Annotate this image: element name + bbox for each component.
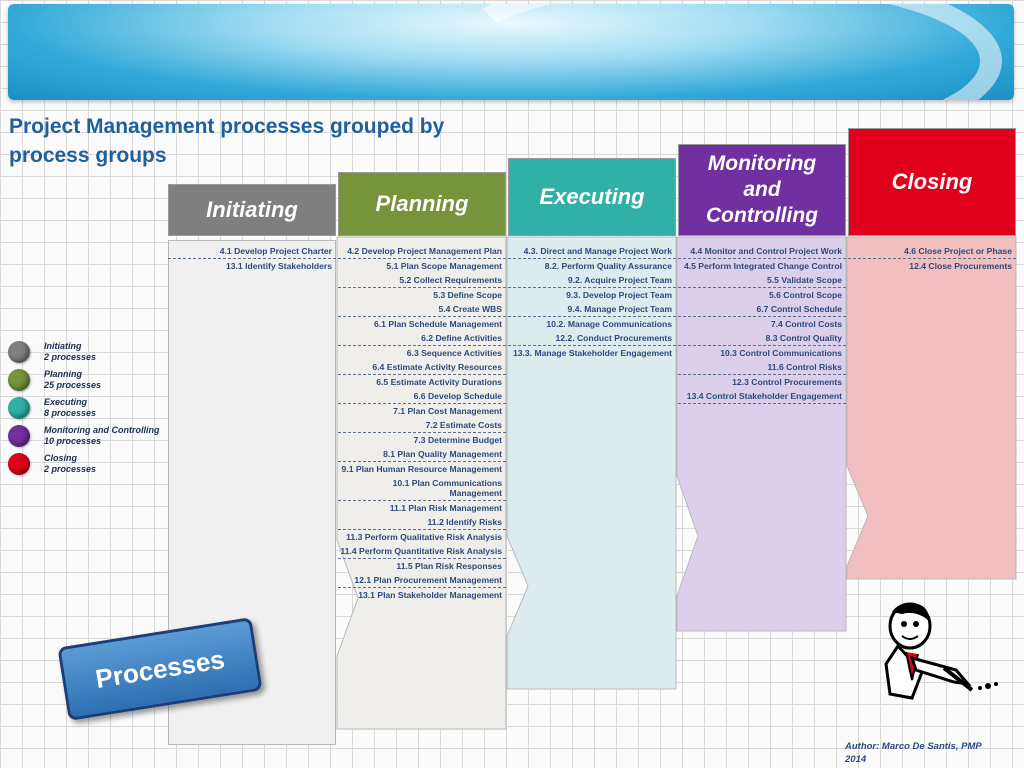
process-item: 11.4 Perform Quantitative Risk Analysis [338, 544, 506, 559]
process-item: 7.1 Plan Cost Management [393, 406, 502, 416]
initiating-header: Initiating [168, 184, 336, 236]
legend-count: 2 processes [44, 464, 97, 474]
process-item: 6.1 Plan Schedule Management [374, 319, 502, 329]
legend-count: 25 processes [44, 380, 102, 390]
planning-header: Planning [338, 172, 506, 236]
process-item: 6.2 Define Activities [338, 331, 506, 346]
process-item: 7.2 Estimate Costs [338, 418, 506, 433]
closing-dot [8, 453, 30, 475]
process-item: 5.3 Define Scope [433, 290, 502, 300]
monitoring-label-line3: Controlling [706, 204, 818, 227]
executing-header: Executing [508, 158, 676, 236]
process-item: 10.2. Manage Communications [546, 319, 672, 329]
monitoring-label-line2: and [743, 178, 781, 201]
process-item: 4.1 Develop Project Charter [168, 244, 336, 259]
executing-label: Executing [539, 184, 645, 209]
author-name: Author: Marco De Santis, PMP [845, 741, 982, 752]
legend-name: Monitoring and Controlling [44, 425, 160, 435]
process-item: 9.4. Manage Project Team [508, 302, 676, 317]
process-item: 8.1 Plan Quality Management [338, 447, 506, 462]
monitoring-items: 4.4 Monitor and Control Project Work 4.5 … [678, 244, 846, 404]
monitoring-label-line1: Monitoring [707, 152, 817, 175]
legend-name: Initiating [44, 341, 82, 351]
monitoring-column-shape [676, 236, 847, 632]
process-item: 12.3 Control Procurements [732, 377, 842, 387]
process-item: 4.2 Develop Project Management Plan [338, 244, 506, 259]
closing-items: 4.6 Close Project or Phase 12.4 Close Pro… [848, 244, 1016, 273]
process-item: 4.3. Direct and Manage Project Work [508, 244, 676, 259]
process-item: 10.1 Plan Communications Management [338, 476, 506, 501]
process-item: 7.4 Control Costs [770, 319, 842, 329]
process-item: 5.1 Plan Scope Management [386, 261, 502, 271]
legend-name: Planning [44, 369, 82, 379]
legend-count: 8 processes [44, 408, 97, 418]
author-credit: Author: Marco De Santis, PMP 2014 [845, 740, 982, 766]
process-item: 6.4 Estimate Activity Resources [338, 360, 506, 375]
process-item: 11.1 Plan Risk Management [389, 503, 502, 513]
page-title: Project Management processes grouped by … [9, 115, 445, 167]
monitoring-header: Monitoring and Controlling [678, 144, 846, 236]
process-item: 4.6 Close Project or Phase [848, 244, 1016, 259]
banner-swirl [438, 4, 1002, 100]
process-item: 9.3. Develop Project Team [566, 290, 672, 300]
executing-column-shape [506, 236, 677, 690]
process-item: 4.5 Perform Integrated Change Control [683, 261, 842, 271]
process-item: 6.3 Sequence Activities [406, 348, 502, 358]
process-item: 12.4 Close Procurements [909, 261, 1012, 271]
process-item: 4.4 Monitor and Control Project Work [678, 244, 846, 259]
monitoring-dot [8, 425, 30, 447]
writer-figure-illustration [884, 602, 998, 700]
process-item: 11.2 Identify Risks [338, 515, 506, 530]
process-item: 5.4 Create WBS [338, 302, 506, 317]
author-year: 2014 [845, 754, 867, 765]
executing-dot [8, 397, 30, 419]
process-item: 11.6 Control Risks [678, 360, 846, 375]
process-item: 7.3 Determine Budget [413, 435, 502, 445]
process-item: 10.3 Control Communications [720, 348, 842, 358]
closing-column-shape [846, 236, 1017, 580]
planning-column-shape [336, 236, 507, 730]
process-item: 8.3 Control Quality [678, 331, 846, 346]
process-item: 9.2. Acquire Project Team [508, 273, 676, 288]
process-item: 8.2. Perform Quality Assurance [544, 261, 672, 271]
process-item: 12.1 Plan Procurement Management [338, 573, 506, 588]
planning-label: Planning [375, 191, 469, 216]
process-item: 6.6 Develop Schedule [338, 389, 506, 404]
process-item: 13.4 Control Stakeholder Engagement [678, 389, 846, 404]
initiating-label: Initiating [206, 197, 298, 222]
process-item: 9.1 Plan Human Resource Management [341, 464, 502, 474]
process-item: 5.6 Control Scope [768, 290, 842, 300]
process-item: 6.5 Estimate Activity Durations [376, 377, 502, 387]
header-banner [8, 4, 1014, 100]
process-item: 11.3 Perform Qualitative Risk Analysis [346, 532, 502, 542]
process-item: 5.5 Validate Scope [678, 273, 846, 288]
process-item: 12.2. Conduct Procurements [508, 331, 676, 346]
closing-label: Closing [891, 169, 973, 194]
initiating-dot [8, 341, 30, 363]
legend-count: 10 processes [44, 436, 102, 446]
initiating-items: 4.1 Develop Project Charter 13.1 Identify… [168, 244, 336, 273]
planning-dot [8, 369, 30, 391]
process-item: 11.5 Plan Risk Responses [396, 561, 502, 571]
legend-name: Closing [44, 453, 77, 463]
legend-count: 2 processes [44, 352, 97, 362]
process-item: 13.1 Plan Stakeholder Management [358, 590, 502, 600]
executing-items: 4.3. Direct and Manage Project Work 8.2. … [508, 244, 676, 360]
process-item: 6.7 Control Schedule [678, 302, 846, 317]
closing-header: Closing [848, 128, 1016, 236]
legend-name: Executing [44, 397, 88, 407]
process-item: 5.2 Collect Requirements [338, 273, 506, 288]
planning-items: 4.2 Develop Project Management Plan 5.1 P… [338, 244, 506, 602]
process-item: 13.1 Identify Stakeholders [225, 261, 332, 271]
process-item: 13.3. Manage Stakeholder Engagement [512, 348, 672, 358]
